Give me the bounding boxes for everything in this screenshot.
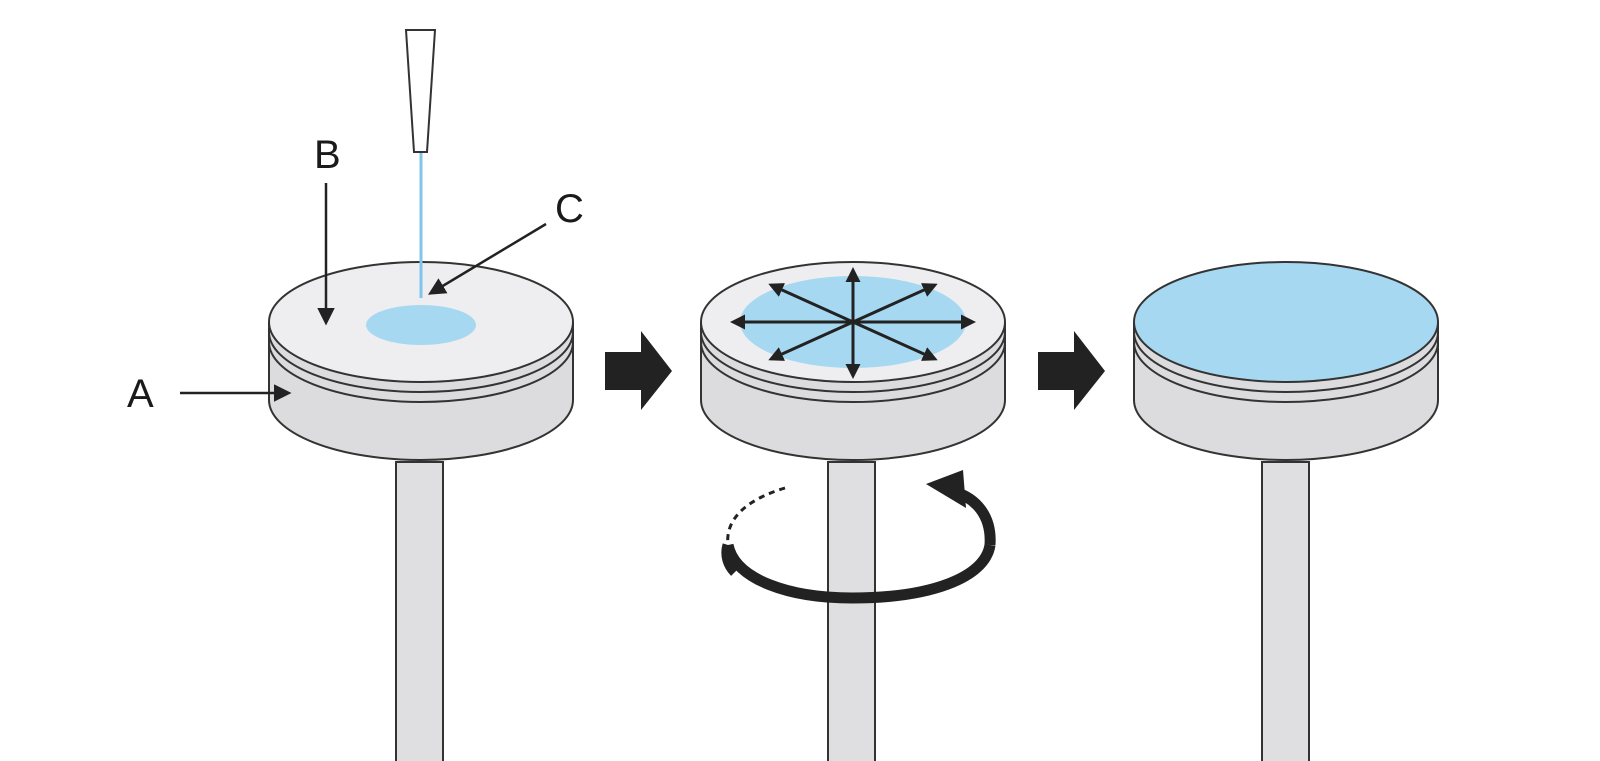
chuck-3 xyxy=(1133,261,1439,461)
stage-2-spinning xyxy=(700,261,1006,761)
radial-spread-arrows-icon xyxy=(730,267,976,379)
liquid-puddle xyxy=(366,305,476,345)
label-b: B xyxy=(314,133,341,177)
spindle-shaft-1 xyxy=(395,461,444,761)
stage-3-coated xyxy=(1133,261,1439,761)
label-a: A xyxy=(127,372,154,416)
coated-film xyxy=(1133,261,1439,383)
label-c: C xyxy=(555,187,584,231)
process-arrow-2 xyxy=(1038,331,1105,410)
process-arrow-1 xyxy=(605,331,672,410)
pipette-tip-icon xyxy=(404,29,437,153)
spindle-shaft-3 xyxy=(1261,461,1310,761)
stage-1-deposition: A B C xyxy=(127,29,584,761)
label-arrow-c xyxy=(427,222,547,295)
rotation-arrow-icon xyxy=(721,470,996,604)
spindle-shaft-2 xyxy=(827,461,876,761)
